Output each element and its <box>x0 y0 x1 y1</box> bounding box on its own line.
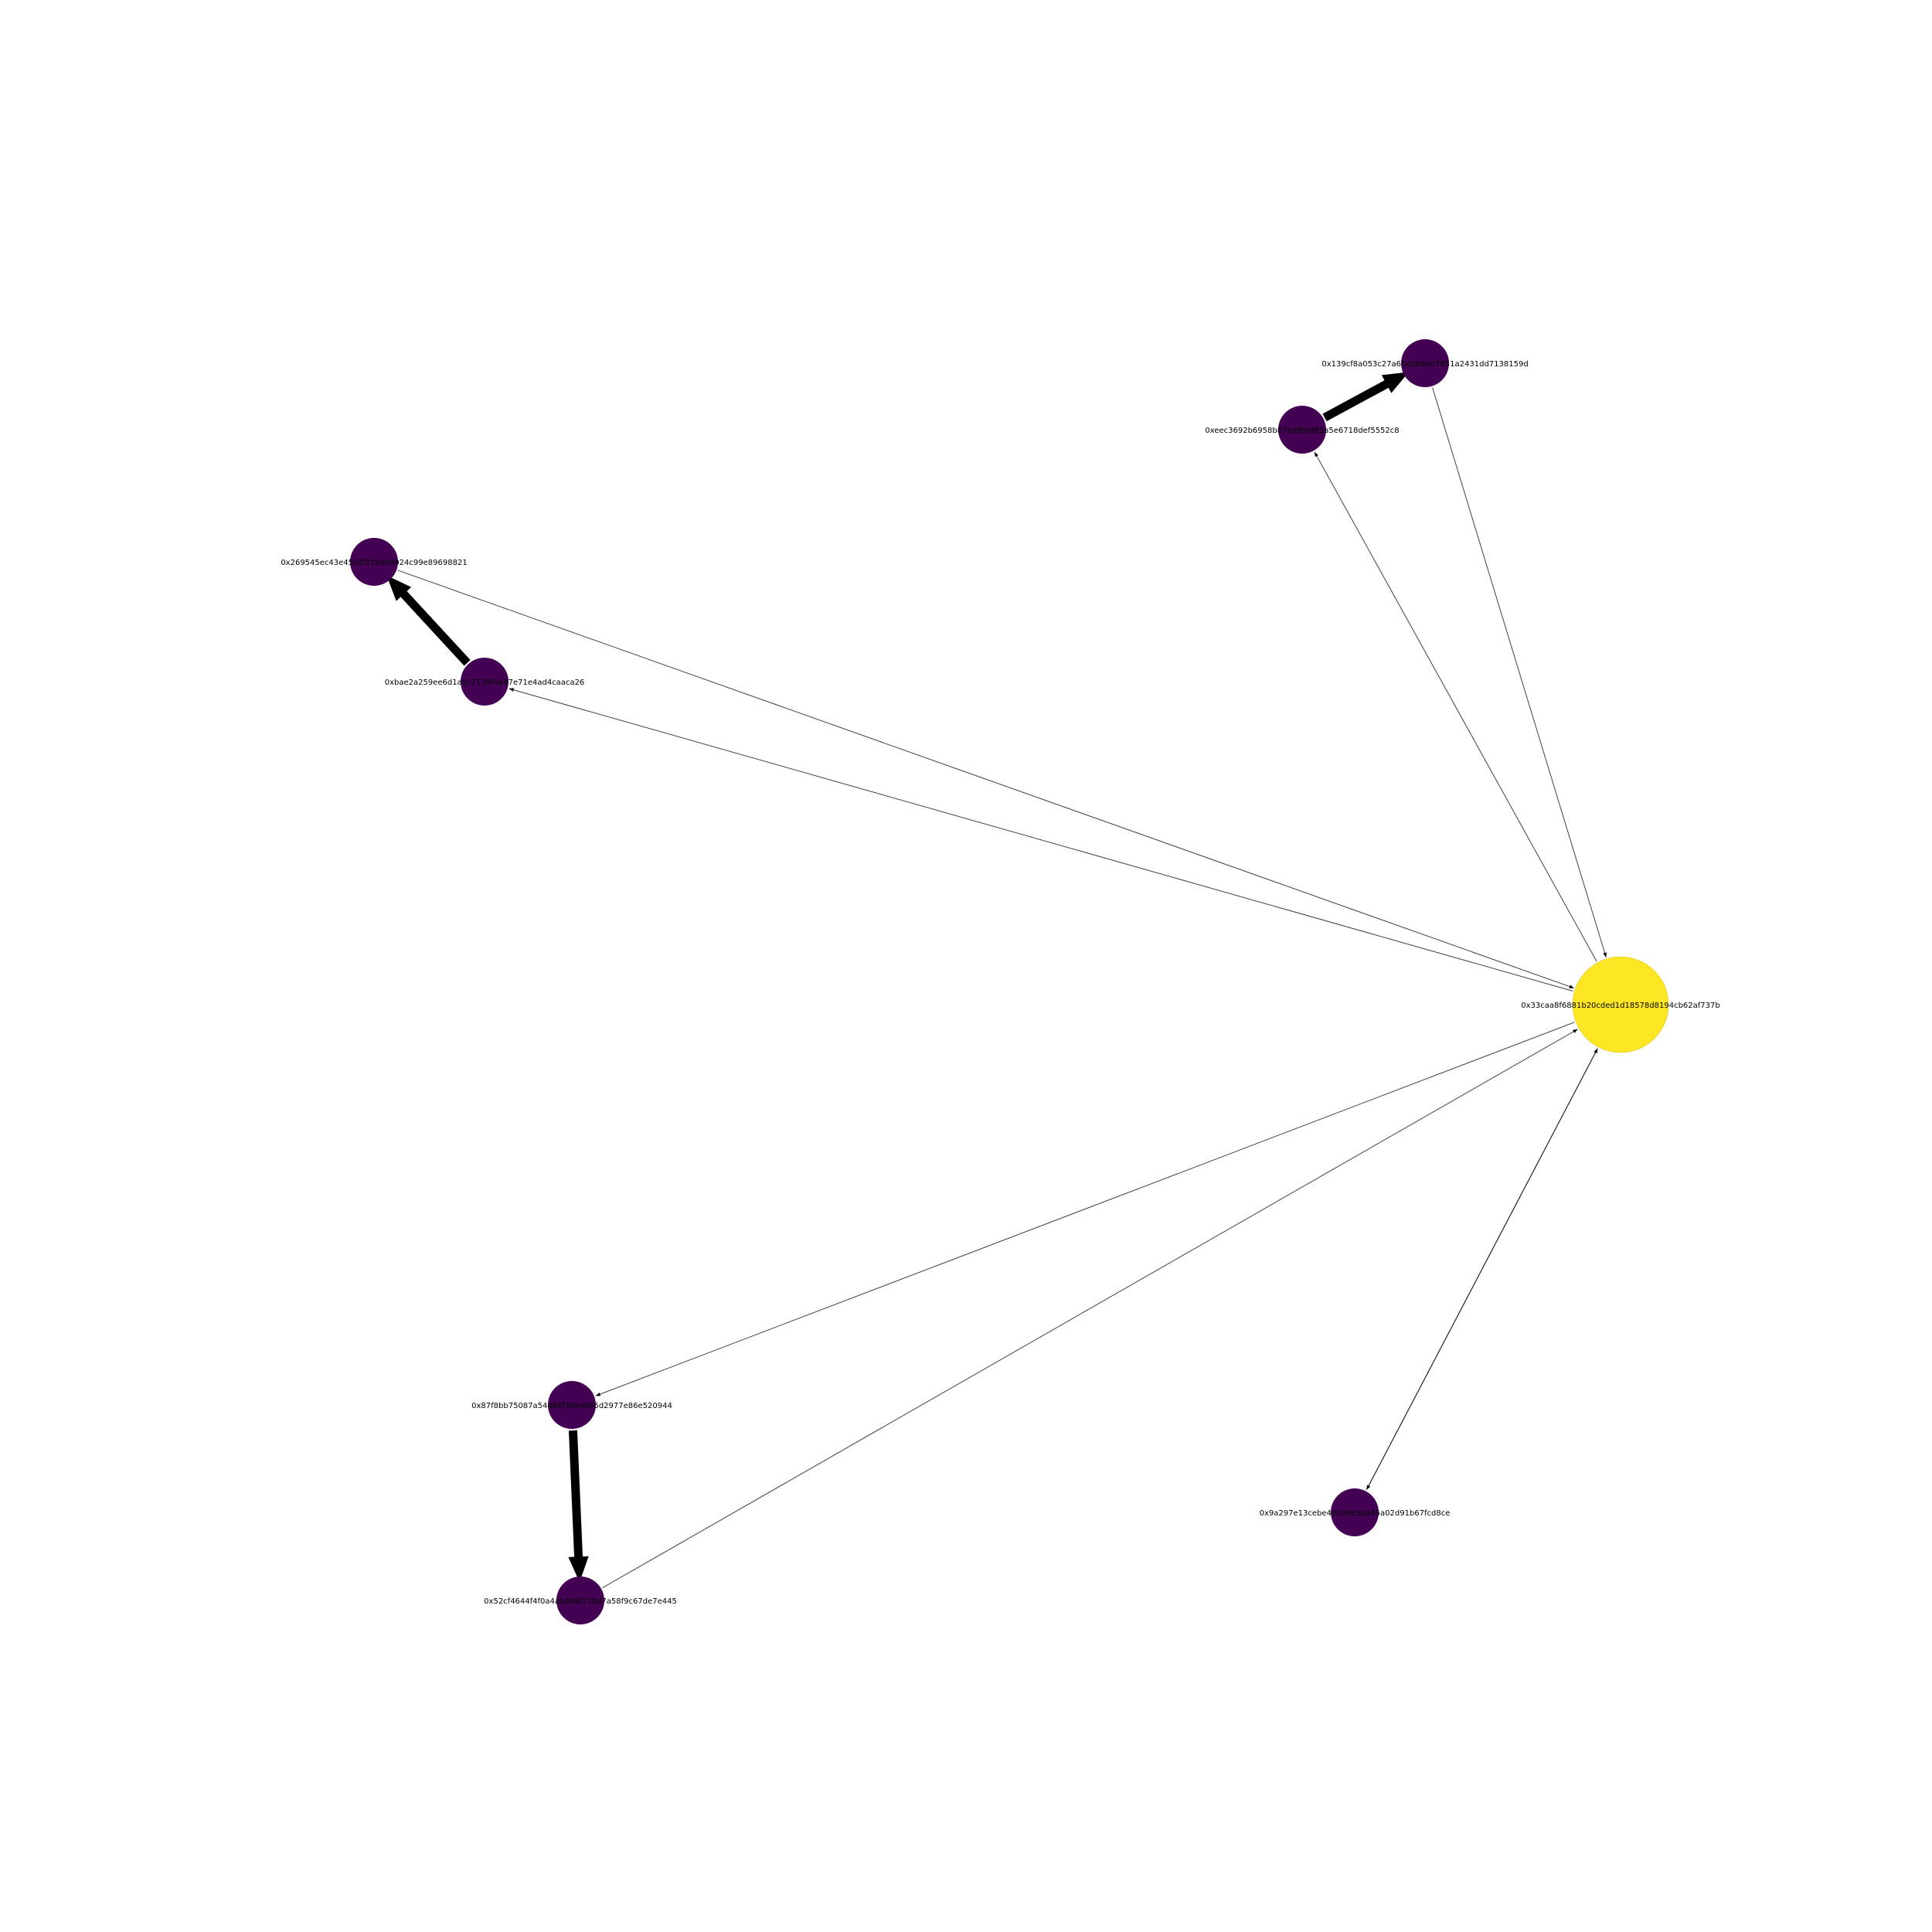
edge-hub-to-nbae <box>509 688 1573 992</box>
graph-node[interactable] <box>1331 1488 1379 1536</box>
edge-n52c-to-hub <box>602 1029 1578 1589</box>
edge-hub-to-n87f <box>595 1022 1575 1396</box>
node-label: 0x269545ec43e45c8f21ba09924c99e89698821 <box>281 559 467 567</box>
graph-node[interactable] <box>556 1577 604 1624</box>
node-label: 0x139cf8a053c27a65e0b6ab7651a2431dd71381… <box>1321 360 1528 369</box>
labels-layer: 0x33caa8f6881b20cded1d18578d8194cb62af73… <box>281 360 1719 1606</box>
edge-n87f-to-n52c <box>568 1430 589 1583</box>
node-label: 0x87f8bb75087a54da6f38a4e85d2977e86e5209… <box>471 1402 672 1410</box>
graph-node[interactable] <box>350 538 398 586</box>
nodes-layer <box>350 339 1669 1624</box>
edge-n269-to-hub <box>397 570 1574 989</box>
graph-node[interactable] <box>548 1381 596 1429</box>
edge-n9a2-to-hub <box>1366 1048 1598 1490</box>
node-label: 0x9a297e13cebe4b269e5da45a02d91b67fcd8ce <box>1260 1509 1451 1518</box>
edge-n139-to-hub <box>1432 387 1607 957</box>
edge-hub-to-neec <box>1314 451 1597 962</box>
edge-neec-to-n139 <box>1322 372 1410 422</box>
node-label: 0xbae2a259ee6d1a5c7139f4b47e71e4ad4caaca… <box>385 679 585 687</box>
edges-layer <box>386 372 1607 1589</box>
node-label: 0x52cf4644f4f0a4abd98f238d7a58f9c67de7e4… <box>484 1597 677 1606</box>
edge-nbae-to-n269 <box>386 575 471 666</box>
node-label: 0x33caa8f6881b20cded1d18578d8194cb62af73… <box>1521 1002 1719 1010</box>
node-label: 0xeec3692b6958b87ad8bfd83a5e6718def5552c… <box>1205 427 1399 435</box>
graph-node[interactable] <box>1278 406 1326 454</box>
hub-node[interactable] <box>1572 956 1669 1053</box>
graph-node[interactable] <box>461 658 509 706</box>
graph-node[interactable] <box>1401 339 1449 387</box>
